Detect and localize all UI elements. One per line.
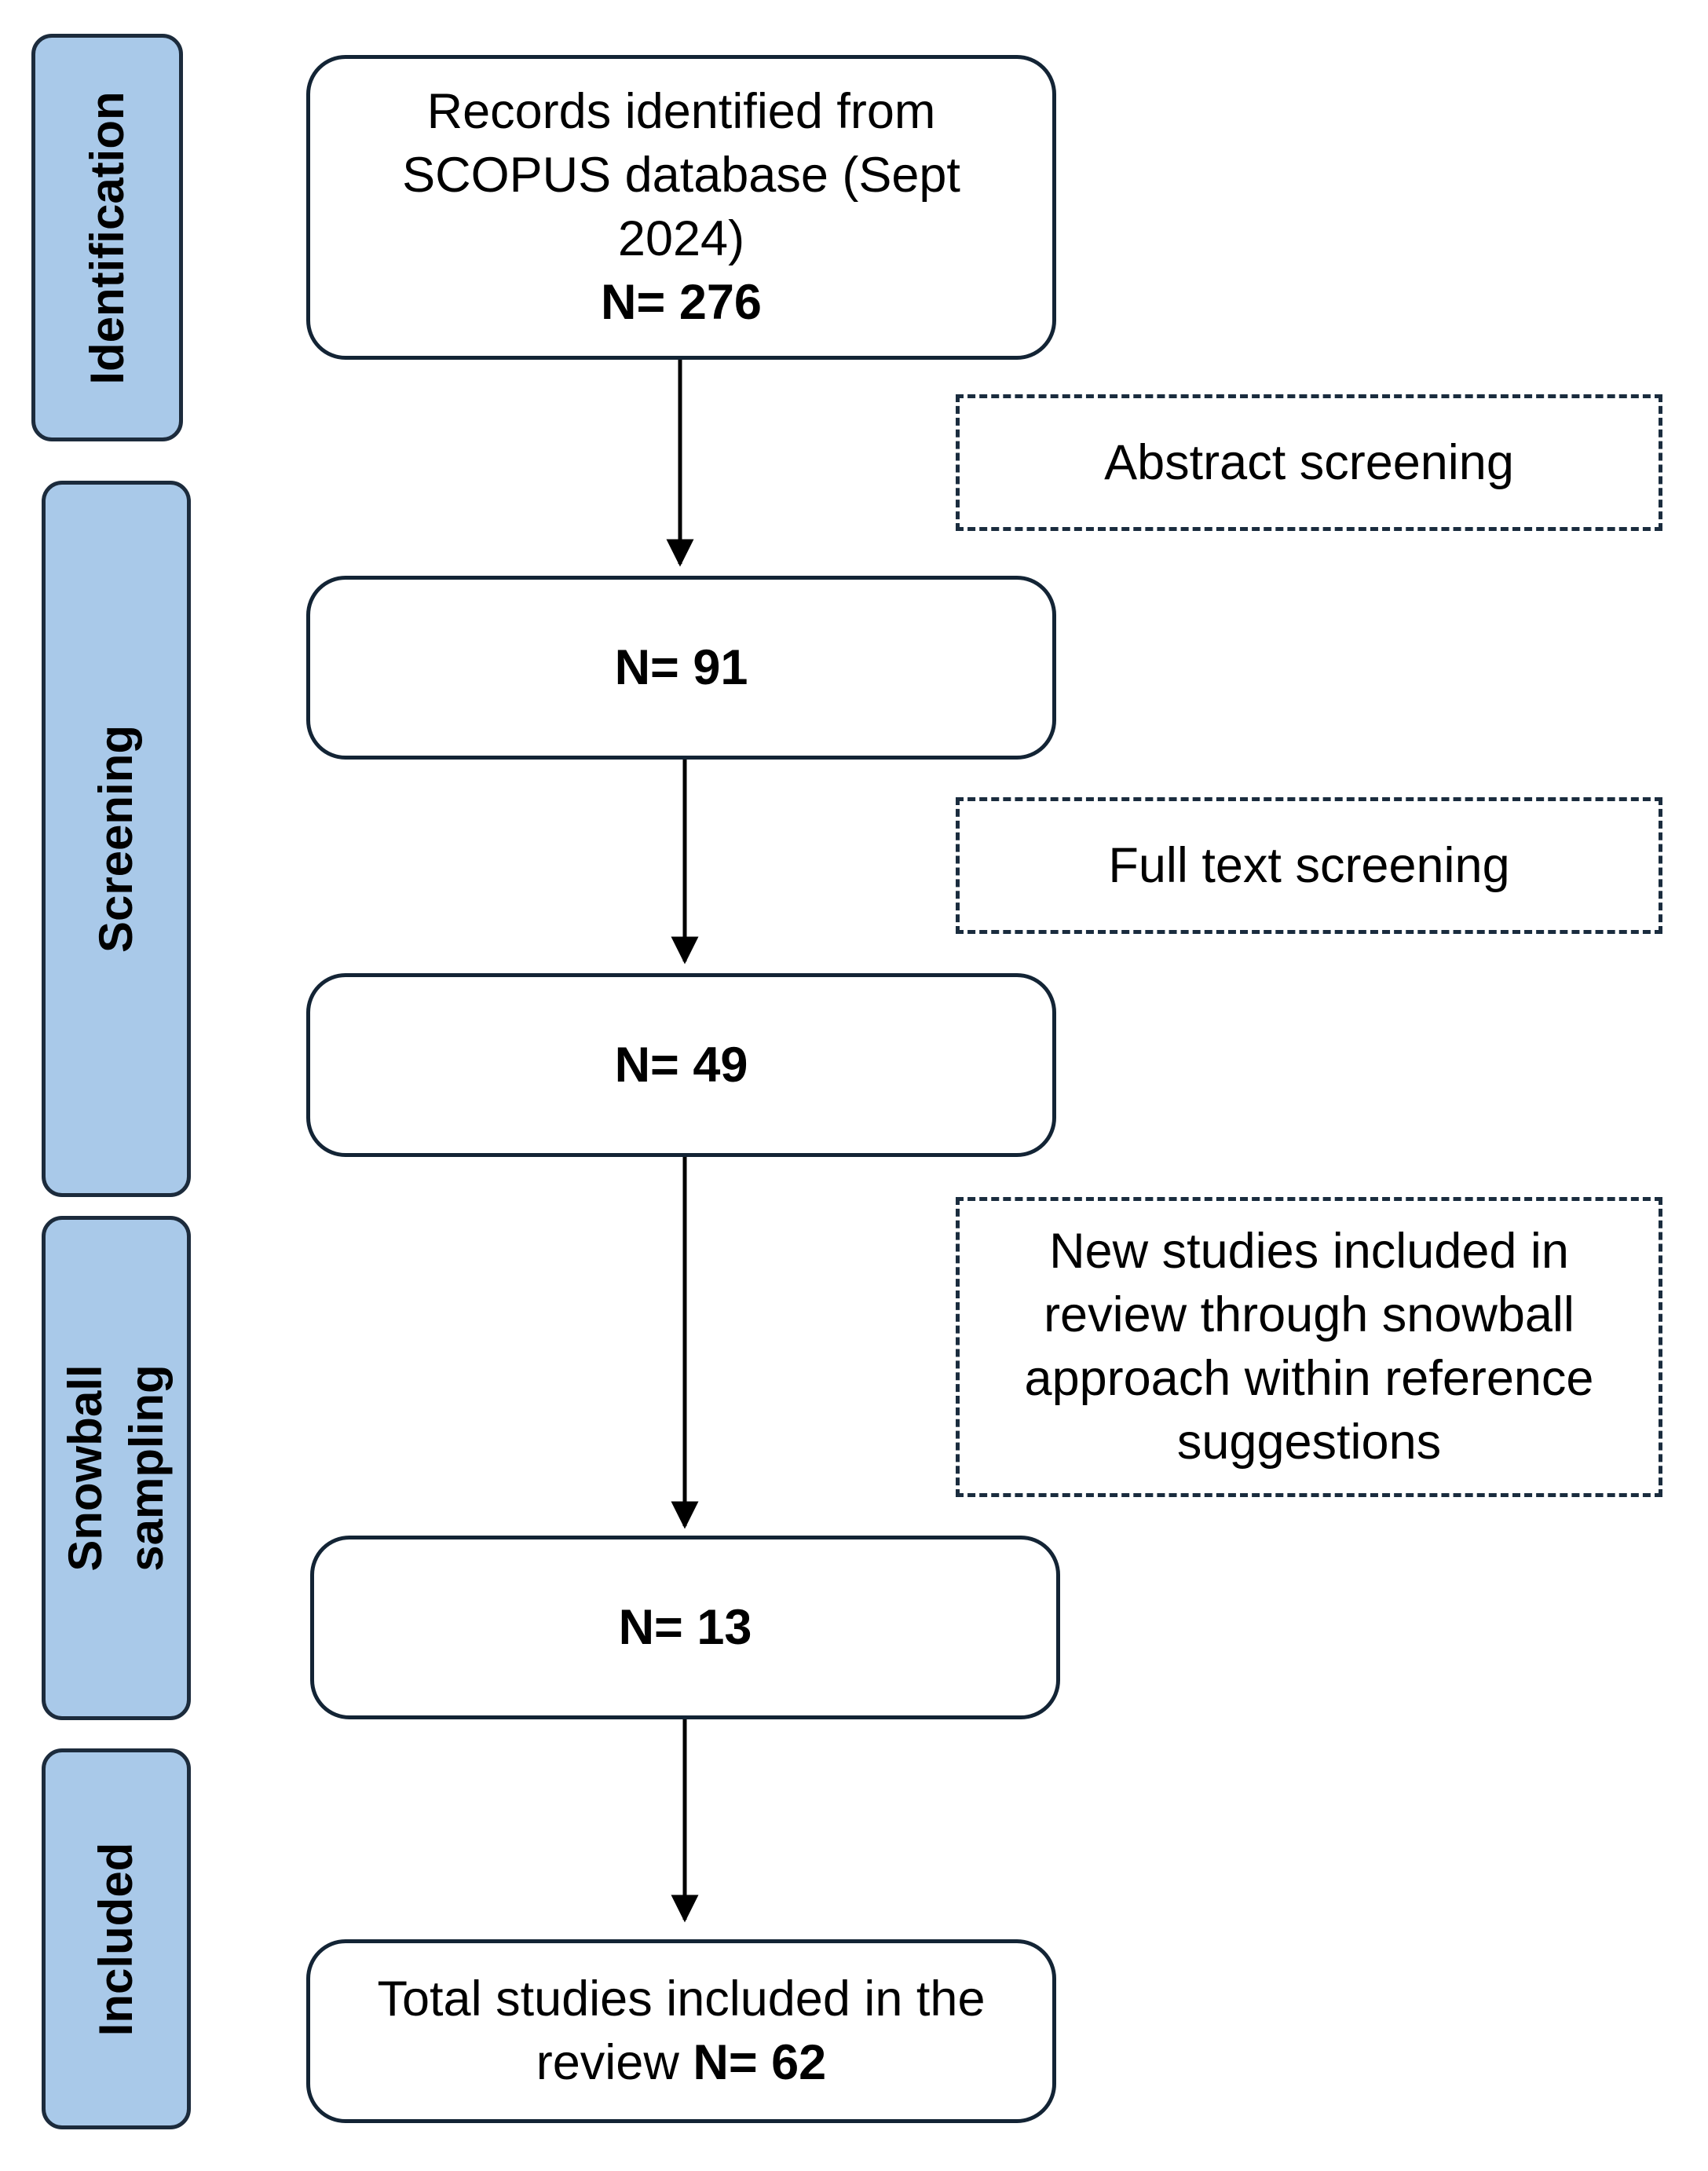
total-line-2-prefix: review: [536, 2035, 693, 2090]
records-line-1: Records identified from: [426, 84, 936, 139]
fulltext-screening-label: Full text screening: [1108, 837, 1510, 893]
total-line-1: Total studies included in the: [377, 1971, 986, 2026]
phase-identification: Identification: [31, 34, 183, 441]
snowball-count: N= 13: [618, 1599, 752, 1655]
total-count: N= 62: [693, 2035, 827, 2090]
phase-snowball-sampling: Snowball sampling: [42, 1216, 191, 1720]
total-included-box: Total studies included in the review N= …: [306, 1939, 1056, 2123]
fulltext-screened-count: N= 49: [614, 1037, 748, 1093]
snowball-note-line-2: review through snowball: [1044, 1287, 1575, 1342]
records-count: N= 276: [601, 275, 762, 330]
records-line-2: SCOPUS database (Sept: [402, 148, 960, 203]
snowball-note-line-4: suggestions: [1176, 1415, 1442, 1470]
snowball-note-line-1: New studies included in: [1049, 1224, 1569, 1279]
phase-included: Included: [42, 1748, 191, 2129]
abstract-screened-count: N= 91: [614, 639, 748, 695]
snowball-note: New studies included in review through s…: [956, 1197, 1662, 1497]
phase-screening: Screening: [42, 481, 191, 1197]
abstract-screening-label: Abstract screening: [1104, 434, 1514, 490]
fulltext-screening-note: Full text screening: [956, 797, 1662, 934]
snowball-note-line-3: approach within reference: [1024, 1351, 1594, 1406]
abstract-screening-note: Abstract screening: [956, 394, 1662, 531]
snowball-count-box: N= 13: [310, 1536, 1060, 1719]
records-line-3: 2024): [617, 211, 745, 266]
fulltext-screened-box: N= 49: [306, 973, 1056, 1157]
records-identified-box: Records identified from SCOPUS database …: [306, 55, 1056, 360]
abstract-screened-box: N= 91: [306, 576, 1056, 760]
